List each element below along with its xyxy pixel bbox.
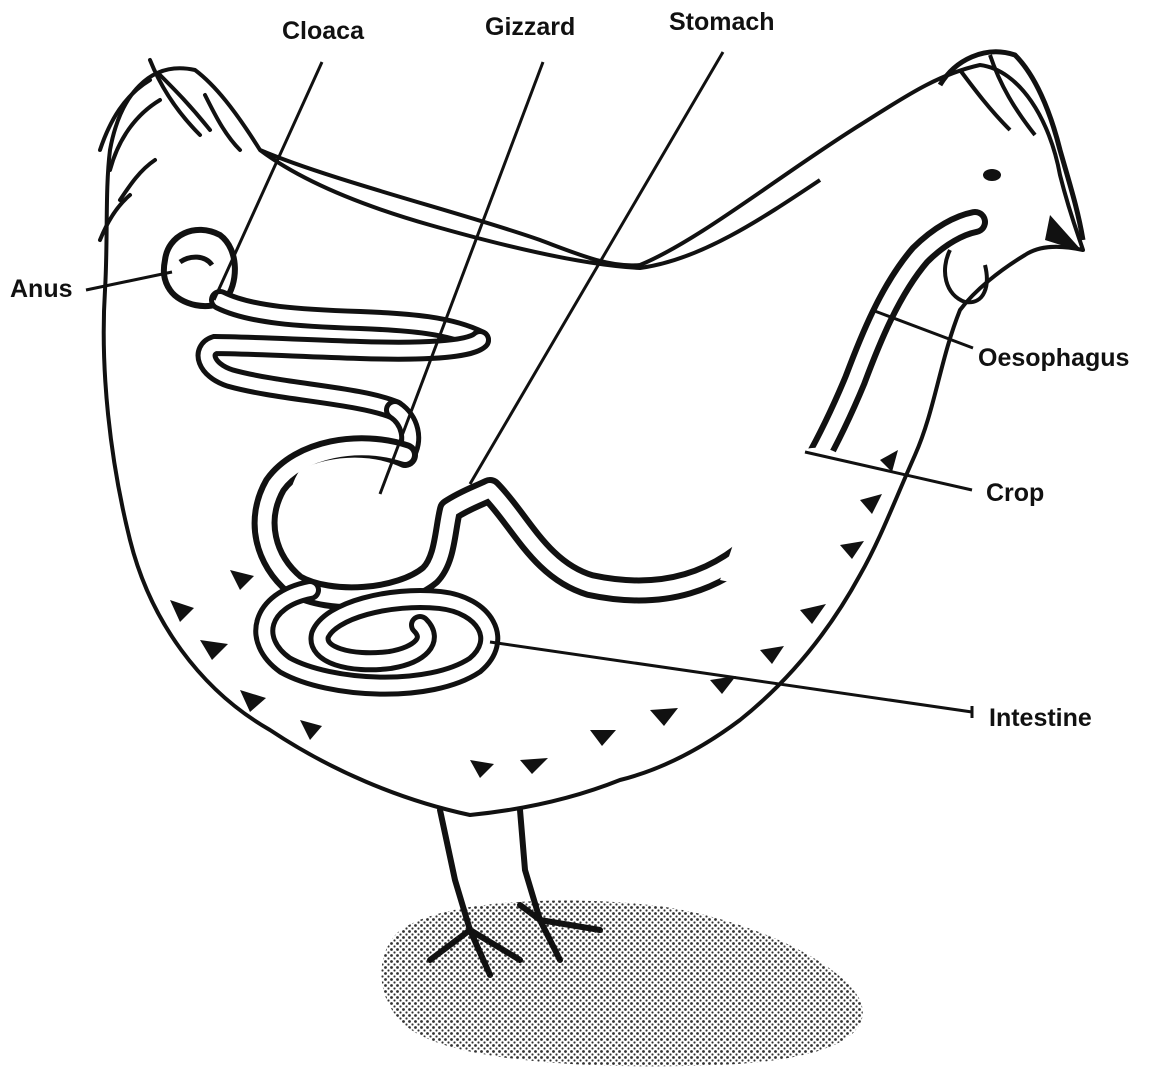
eye-icon	[983, 169, 1001, 181]
label-crop: Crop	[986, 481, 1044, 506]
ground-shadow	[381, 900, 862, 1066]
gizzard-organ	[288, 458, 433, 580]
label-stomach: Stomach	[669, 10, 775, 35]
label-cloaca: Cloaca	[282, 19, 364, 44]
label-intestine: Intestine	[989, 706, 1092, 731]
label-gizzard: Gizzard	[485, 15, 575, 40]
label-oesophagus: Oesophagus	[978, 346, 1129, 371]
label-anus: Anus	[10, 277, 73, 302]
